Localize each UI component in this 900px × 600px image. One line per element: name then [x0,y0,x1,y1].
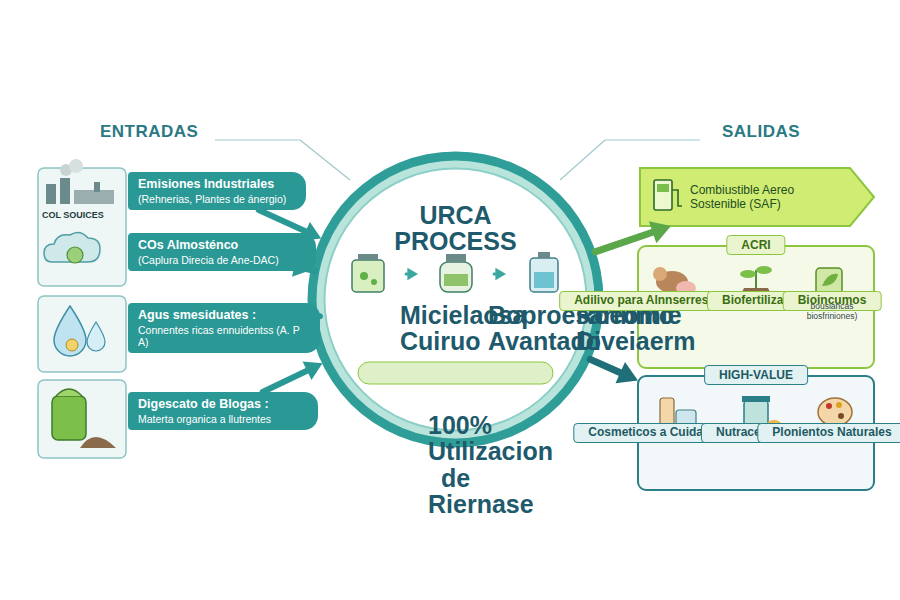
node-title: URCA PROCESS [308,202,603,255]
node-text: bousiancas biosfriniones) [794,302,870,322]
stage-box: Boproesaribnto Avantado [418,252,494,296]
output-arrow-box: Combiustible Aereo Sostenible (SAF) [640,168,872,226]
product-item: Bioincumosbousiancas biosfriniones) [794,302,870,322]
stage-box: Roeomie Diveiaerm [506,252,582,296]
node-text: Materta organica a llutrentes [138,413,308,425]
node-title: Boproesaribnto Avantado [418,302,558,355]
flow-arrow [595,221,671,252]
node-title: Combiustible Aereo Sostenible (SAF) [690,183,842,212]
utilization-band: 100% Utilizacion de Riernase [358,362,553,522]
node-title: HIGH-VALUE [704,365,808,385]
flow-arrow [590,359,638,383]
input-box: Digescato de Blogas : Materta organica a … [128,392,318,430]
node-title: 100% Utilizacion de Riernase [358,412,553,517]
icon-label: COL SOUICES [42,210,104,220]
node-title: Digescato de Blogas : [138,397,308,411]
flow-arrow [406,268,418,281]
stage-box: Micielaosa Cuiruo [330,252,406,296]
node-title: Agus smesiduates : [138,308,310,322]
input-box: Emisiones Industriales (Rehnerias, Plante… [128,172,306,210]
node-title: Micielaosa Cuiruo [330,302,470,355]
node-text: (Caplura Direcia de Ane-DAC) [138,254,306,266]
node-title: COs Almosténco [138,238,306,252]
flow-arrow [494,268,506,281]
node-title: ACRI [726,235,785,255]
section-heading: ENTRADAS [100,122,198,142]
input-box: Agus smesiduates : Connentes ricas ennuid… [128,303,320,353]
output-panel: ACRIAdilivo para Alnnserres BálanceadosB… [638,246,874,368]
node-text: (Rehnerias, Plantes de ánergio) [138,193,296,205]
section-heading: SALIDAS [722,122,800,142]
node-text: Connentes ricas ennuidentss (A. P A) [138,324,310,348]
output-panel: HIGH-VALUECosmeticos a Cuidado PersonalN… [638,376,874,490]
input-box: COs Almosténco (Caplura Direcia de Ane-DA… [128,233,316,271]
flow-arrow [263,361,323,392]
node-title: Emisiones Industriales [138,177,296,191]
node-title: Plonientos Naturales [757,423,900,443]
